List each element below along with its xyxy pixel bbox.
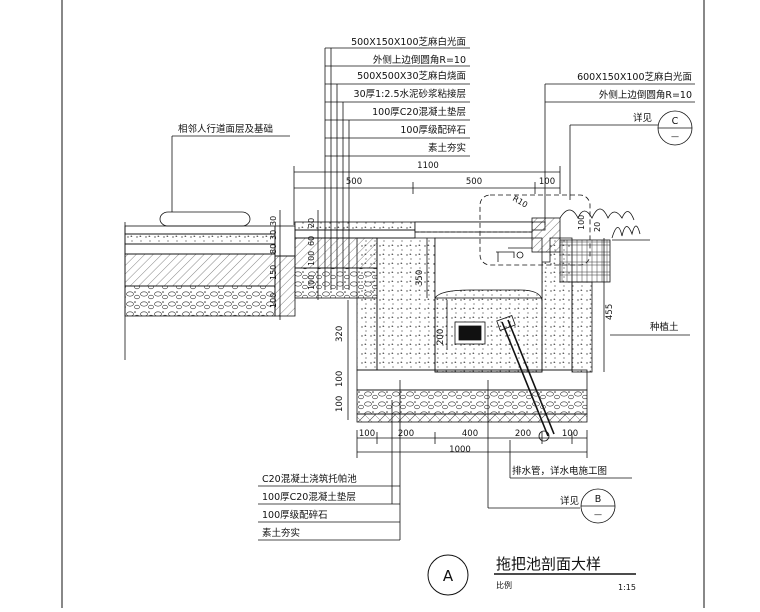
scale-label: 比例 [496,580,512,590]
adjacent-paving-note: 相邻人行道面层及基础 [171,123,290,212]
top-dimensions: 1100 500 500 100 R10 [293,161,561,225]
dim-b-200b: 200 [515,429,531,439]
right-notes: 600X150X100芝麻白光面 外侧上边倒圆角R=10 [544,71,695,225]
planting-label: 种植土 [650,321,679,333]
note-2: 外侧上边倒圆角R=10 [373,54,466,66]
dim-b-100a: 100 [359,429,375,439]
dim-l2-100b: 100 [307,275,316,290]
note-7: 素土夯实 [428,142,466,154]
scale-value: 1:15 [618,583,636,592]
dim-200v: 200 [436,329,446,345]
svg-text:—: — [671,132,679,141]
drain-note: 排水管，详水电施工图 [509,440,632,479]
note-1: 500X150X100芝麻白光面 [351,36,466,48]
title-block: A 拖把池剖面大样 比例 1:15 [427,554,636,596]
bottom-note-1: C20混凝土浇筑托帕池 [262,473,357,485]
dim-350: 350 [415,270,425,286]
dim-100a: 100 [335,371,345,387]
note-6: 100厚级配碎石 [400,124,466,136]
dim-l-100: 100 [269,293,278,308]
note-4: 30厚1:2.5水泥砂浆粘接层 [354,88,466,100]
dim-500b: 500 [466,177,482,187]
note-3: 500X500X30芝麻白烧面 [357,70,466,82]
dim-320: 320 [335,326,345,342]
detail-callout-b: 详见 B — [487,380,616,524]
title-marker: A [443,567,454,585]
dim-100v: 100 [577,215,586,230]
dim-l2-60: 60 [307,236,316,246]
dim-l-80: 80 [269,244,278,254]
top-notes: 500X150X100芝麻白光面 外侧上边倒圆角R=10 500X500X30芝… [324,36,470,290]
svg-text:—: — [594,510,602,519]
bottom-notes: C20混凝土浇筑托帕池 100厚C20混凝土垫层 100厚级配碎石 素土夯实 [258,380,401,541]
dim-b-1000: 1000 [449,445,471,455]
right-note-2: 外侧上边倒圆角R=10 [599,89,692,101]
dim-l2-20: 20 [307,218,316,228]
drain-label: 排水管，详水电施工图 [512,465,607,477]
see-c-marker: C [672,116,679,127]
bottom-note-2: 100厚C20混凝土垫层 [262,491,356,503]
see-c-label: 详见 [633,112,652,124]
drawing-title: 拖把池剖面大样 [496,555,601,573]
dim-b-400: 400 [462,429,478,439]
mop-basin-section [356,194,591,442]
dim-b-100b: 100 [562,429,578,439]
bottom-note-3: 100厚级配碎石 [262,509,328,521]
adjacent-label: 相邻人行道面层及基础 [178,123,273,135]
dim-l-150: 150 [269,265,278,280]
dim-l2-100a: 100 [307,251,316,266]
sidewalk-layers [124,211,296,360]
bottom-note-4: 素土夯实 [262,527,300,539]
dim-b-200a: 200 [398,429,414,439]
dim-500a: 500 [346,177,362,187]
bottom-dimensions: 100 200 400 200 100 1000 [356,429,588,458]
left-dimensions: 30 30 80 150 100 20 60 100 100 320 100 1… [269,210,349,420]
dim-l-30a: 30 [269,216,278,226]
see-b-marker: B [595,494,602,505]
see-b-label: 详见 [560,495,579,507]
note-5: 100厚C20混凝土垫层 [372,106,466,118]
right-note-1: 600X150X100芝麻白光面 [577,71,692,83]
dim-100b: 100 [335,396,345,412]
planting-area: 种植土 455 20 100 [559,208,690,373]
detail-callout-c: 详见 C — [569,110,693,200]
dim-l-30b: 30 [269,230,278,240]
dim-1100: 1100 [417,161,439,171]
dim-20: 20 [593,222,602,232]
dim-r10: R10 [511,194,529,210]
dim-455: 455 [605,304,615,320]
dim-100: 100 [539,177,555,187]
